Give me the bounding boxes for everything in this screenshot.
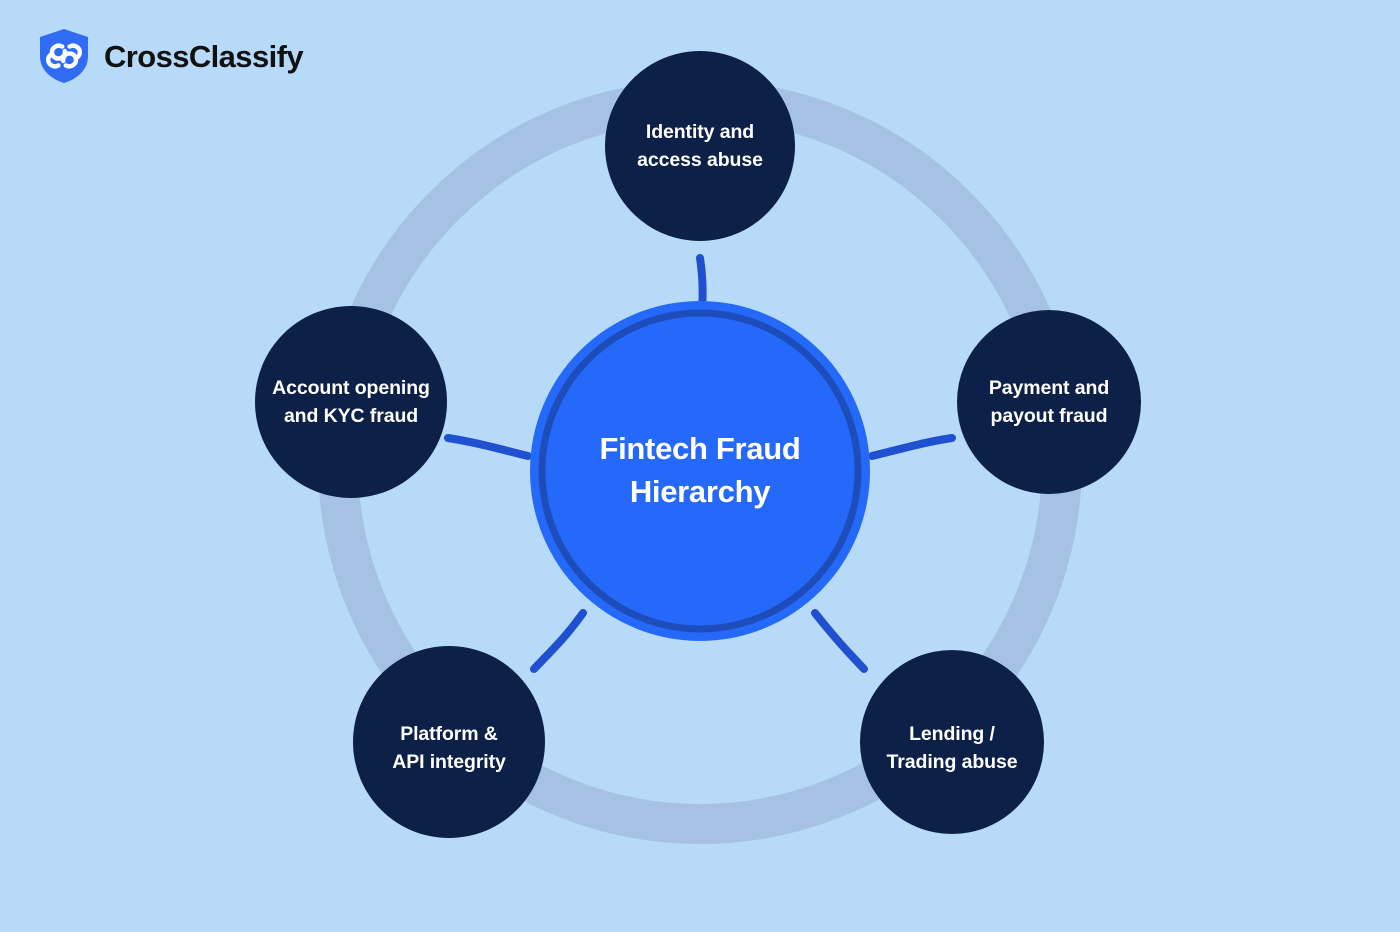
connector-center-to-platform-api-integrity bbox=[530, 609, 587, 673]
node-platform-api-integrity[interactable] bbox=[353, 646, 545, 838]
connector-center-to-account-opening-and-kyc-fraud bbox=[444, 434, 532, 460]
node-circle-group bbox=[255, 51, 1141, 838]
node-circle-payment-and-payout-fraud[interactable] bbox=[957, 310, 1141, 494]
node-payment-and-payout-fraud[interactable] bbox=[957, 310, 1141, 494]
center-hub[interactable] bbox=[530, 301, 870, 641]
node-circle-account-opening-and-kyc-fraud[interactable] bbox=[255, 306, 447, 498]
node-identity-and-access-abuse[interactable] bbox=[605, 51, 795, 241]
node-account-opening-and-kyc-fraud[interactable] bbox=[255, 306, 447, 498]
shield-swirl-icon bbox=[40, 29, 88, 83]
connector-center-to-payment-and-payout-fraud bbox=[868, 434, 956, 460]
node-lending-trading-abuse[interactable] bbox=[860, 650, 1044, 834]
brand-wordmark: CrossClassify bbox=[104, 38, 304, 74]
brand-logo: CrossClassify bbox=[38, 28, 304, 84]
connector-center-to-lending-trading-abuse bbox=[811, 609, 868, 673]
node-circle-platform-api-integrity[interactable] bbox=[353, 646, 545, 838]
node-circle-identity-and-access-abuse[interactable] bbox=[605, 51, 795, 241]
center-circle-fill bbox=[530, 301, 870, 641]
node-circle-lending-trading-abuse[interactable] bbox=[860, 650, 1044, 834]
center-hub-hit-area[interactable] bbox=[530, 301, 870, 641]
center-circle-ring bbox=[538, 309, 862, 633]
